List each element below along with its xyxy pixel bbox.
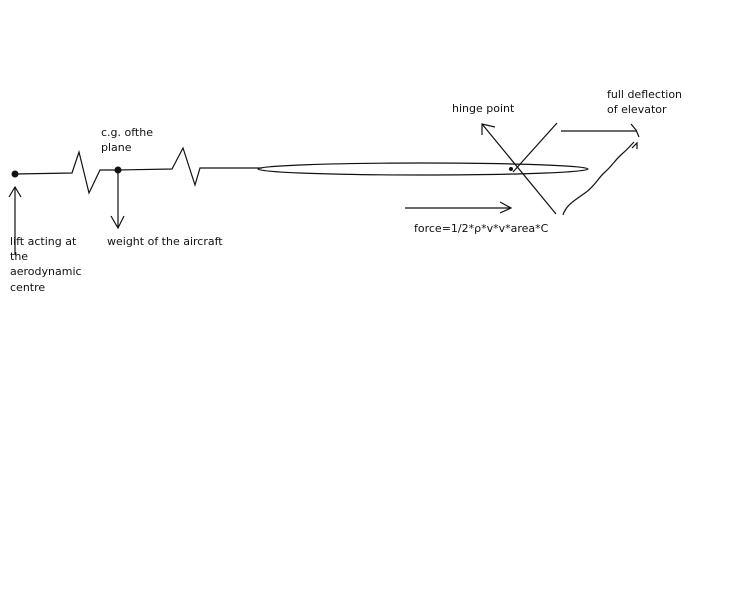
weight-arrow bbox=[110, 172, 125, 230]
lift-label-4: centre bbox=[10, 281, 45, 294]
deflection-label-2: of elevator bbox=[607, 103, 667, 116]
deflection-curve bbox=[562, 141, 638, 216]
hinge-dot bbox=[509, 167, 513, 171]
lift-arrow bbox=[8, 185, 22, 255]
cg-dot bbox=[114, 166, 122, 174]
lift-label: lift acting at bbox=[10, 235, 77, 248]
aerodynamic-centre-dot bbox=[11, 170, 19, 178]
airflow-arrow bbox=[405, 201, 513, 214]
lift-label-2: the bbox=[10, 250, 28, 263]
tailplane-ellipse bbox=[257, 162, 589, 176]
cg-label: c.g. ofthe bbox=[101, 126, 153, 139]
fuselage-line bbox=[14, 146, 262, 195]
deflected-elevator-arrow bbox=[481, 123, 557, 215]
hinge-label: hinge point bbox=[452, 102, 515, 115]
weight-label: weight of the aircraft bbox=[107, 235, 223, 248]
deflection-arrow bbox=[561, 123, 640, 138]
lift-label-3: aerodynamic bbox=[10, 265, 82, 278]
deflected-elevator-line bbox=[512, 122, 558, 173]
cg-label-2: plane bbox=[101, 141, 132, 154]
force-formula: force=1/2*ρ*v*v*area*C bbox=[414, 222, 549, 235]
deflection-label: full deflection bbox=[607, 88, 682, 101]
